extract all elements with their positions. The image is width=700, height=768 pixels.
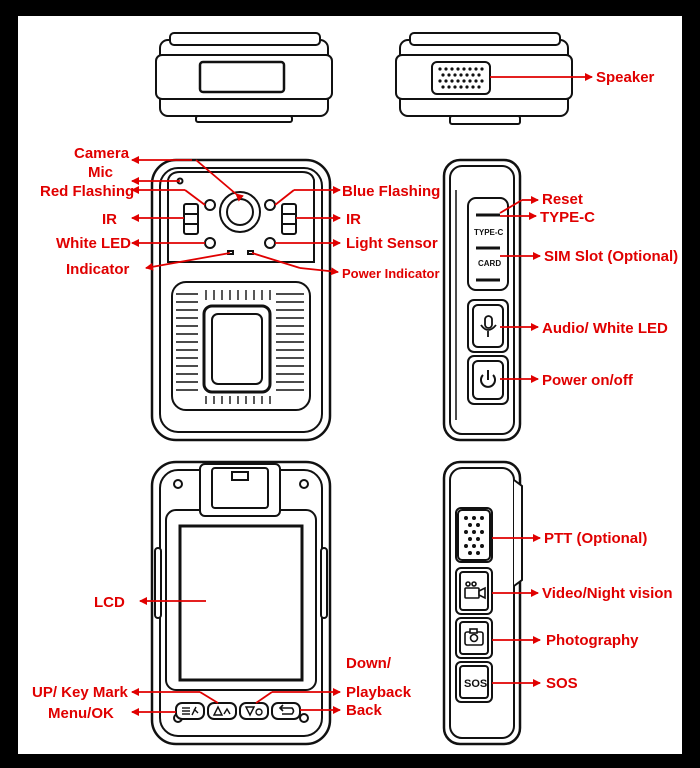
- diagram-panel: [18, 16, 682, 754]
- camera-icon: [464, 628, 484, 646]
- label-light-sensor: Light Sensor: [346, 235, 438, 252]
- top-view-speaker-device: [395, 32, 573, 125]
- label-speaker: Speaker: [596, 69, 655, 86]
- label-lcd: LCD: [94, 594, 125, 611]
- label-sim-slot: SIM Slot (Optional): [544, 248, 678, 265]
- label-reset: Reset: [542, 191, 583, 208]
- ptt-grille: [464, 516, 484, 555]
- back-icon: [278, 704, 295, 715]
- label-video-night-vision: Video/Night vision: [542, 585, 673, 602]
- label-mic: Mic: [88, 164, 113, 181]
- label-menu-ok: Menu/OK: [48, 705, 114, 722]
- label-ir-left: IR: [102, 211, 117, 228]
- label-power-onoff: Power on/off: [542, 372, 634, 389]
- label-back: Back: [346, 702, 383, 719]
- label-blue-flashing: Blue Flashing: [342, 183, 440, 200]
- camcorder-icon: [464, 581, 486, 600]
- label-ir-right: IR: [346, 211, 361, 228]
- label-power-indicator: Power Indicator: [342, 266, 440, 281]
- label-indicator: Indicator: [66, 261, 130, 278]
- label-photography: Photography: [546, 632, 639, 649]
- power-icon: [480, 370, 496, 388]
- label-red-flashing: Red Flashing: [40, 183, 134, 200]
- down-icon: [244, 706, 263, 717]
- label-down: Down/: [346, 655, 392, 672]
- side-view-ports-device: [442, 158, 522, 442]
- front-lens-cluster: [176, 177, 297, 255]
- label-camera: Camera: [74, 145, 130, 162]
- callout-leaders: [131, 73, 593, 716]
- port-type-c-text: TYPE-C: [474, 228, 504, 237]
- side-view-buttons-device: [442, 460, 523, 746]
- speaker-grille: [438, 67, 484, 89]
- up-icon: [212, 705, 231, 716]
- back-view-device: [150, 460, 332, 746]
- port-card-text: CARD: [478, 259, 501, 268]
- label-up-key-mark: UP/ Key Mark: [32, 684, 129, 701]
- menu-icon: [182, 706, 199, 716]
- label-audio-white-led: Audio/ White LED: [542, 320, 668, 337]
- label-playback: Playback: [346, 684, 412, 701]
- label-type-c: TYPE-C: [540, 209, 595, 226]
- sos-button-text: SOS: [464, 678, 487, 690]
- front-texture: [176, 290, 304, 404]
- label-white-led: White LED: [56, 235, 131, 252]
- label-sos: SOS: [546, 675, 578, 692]
- microphone-icon: [480, 315, 497, 337]
- top-view-device: [155, 32, 333, 123]
- label-ptt: PTT (Optional): [544, 530, 647, 547]
